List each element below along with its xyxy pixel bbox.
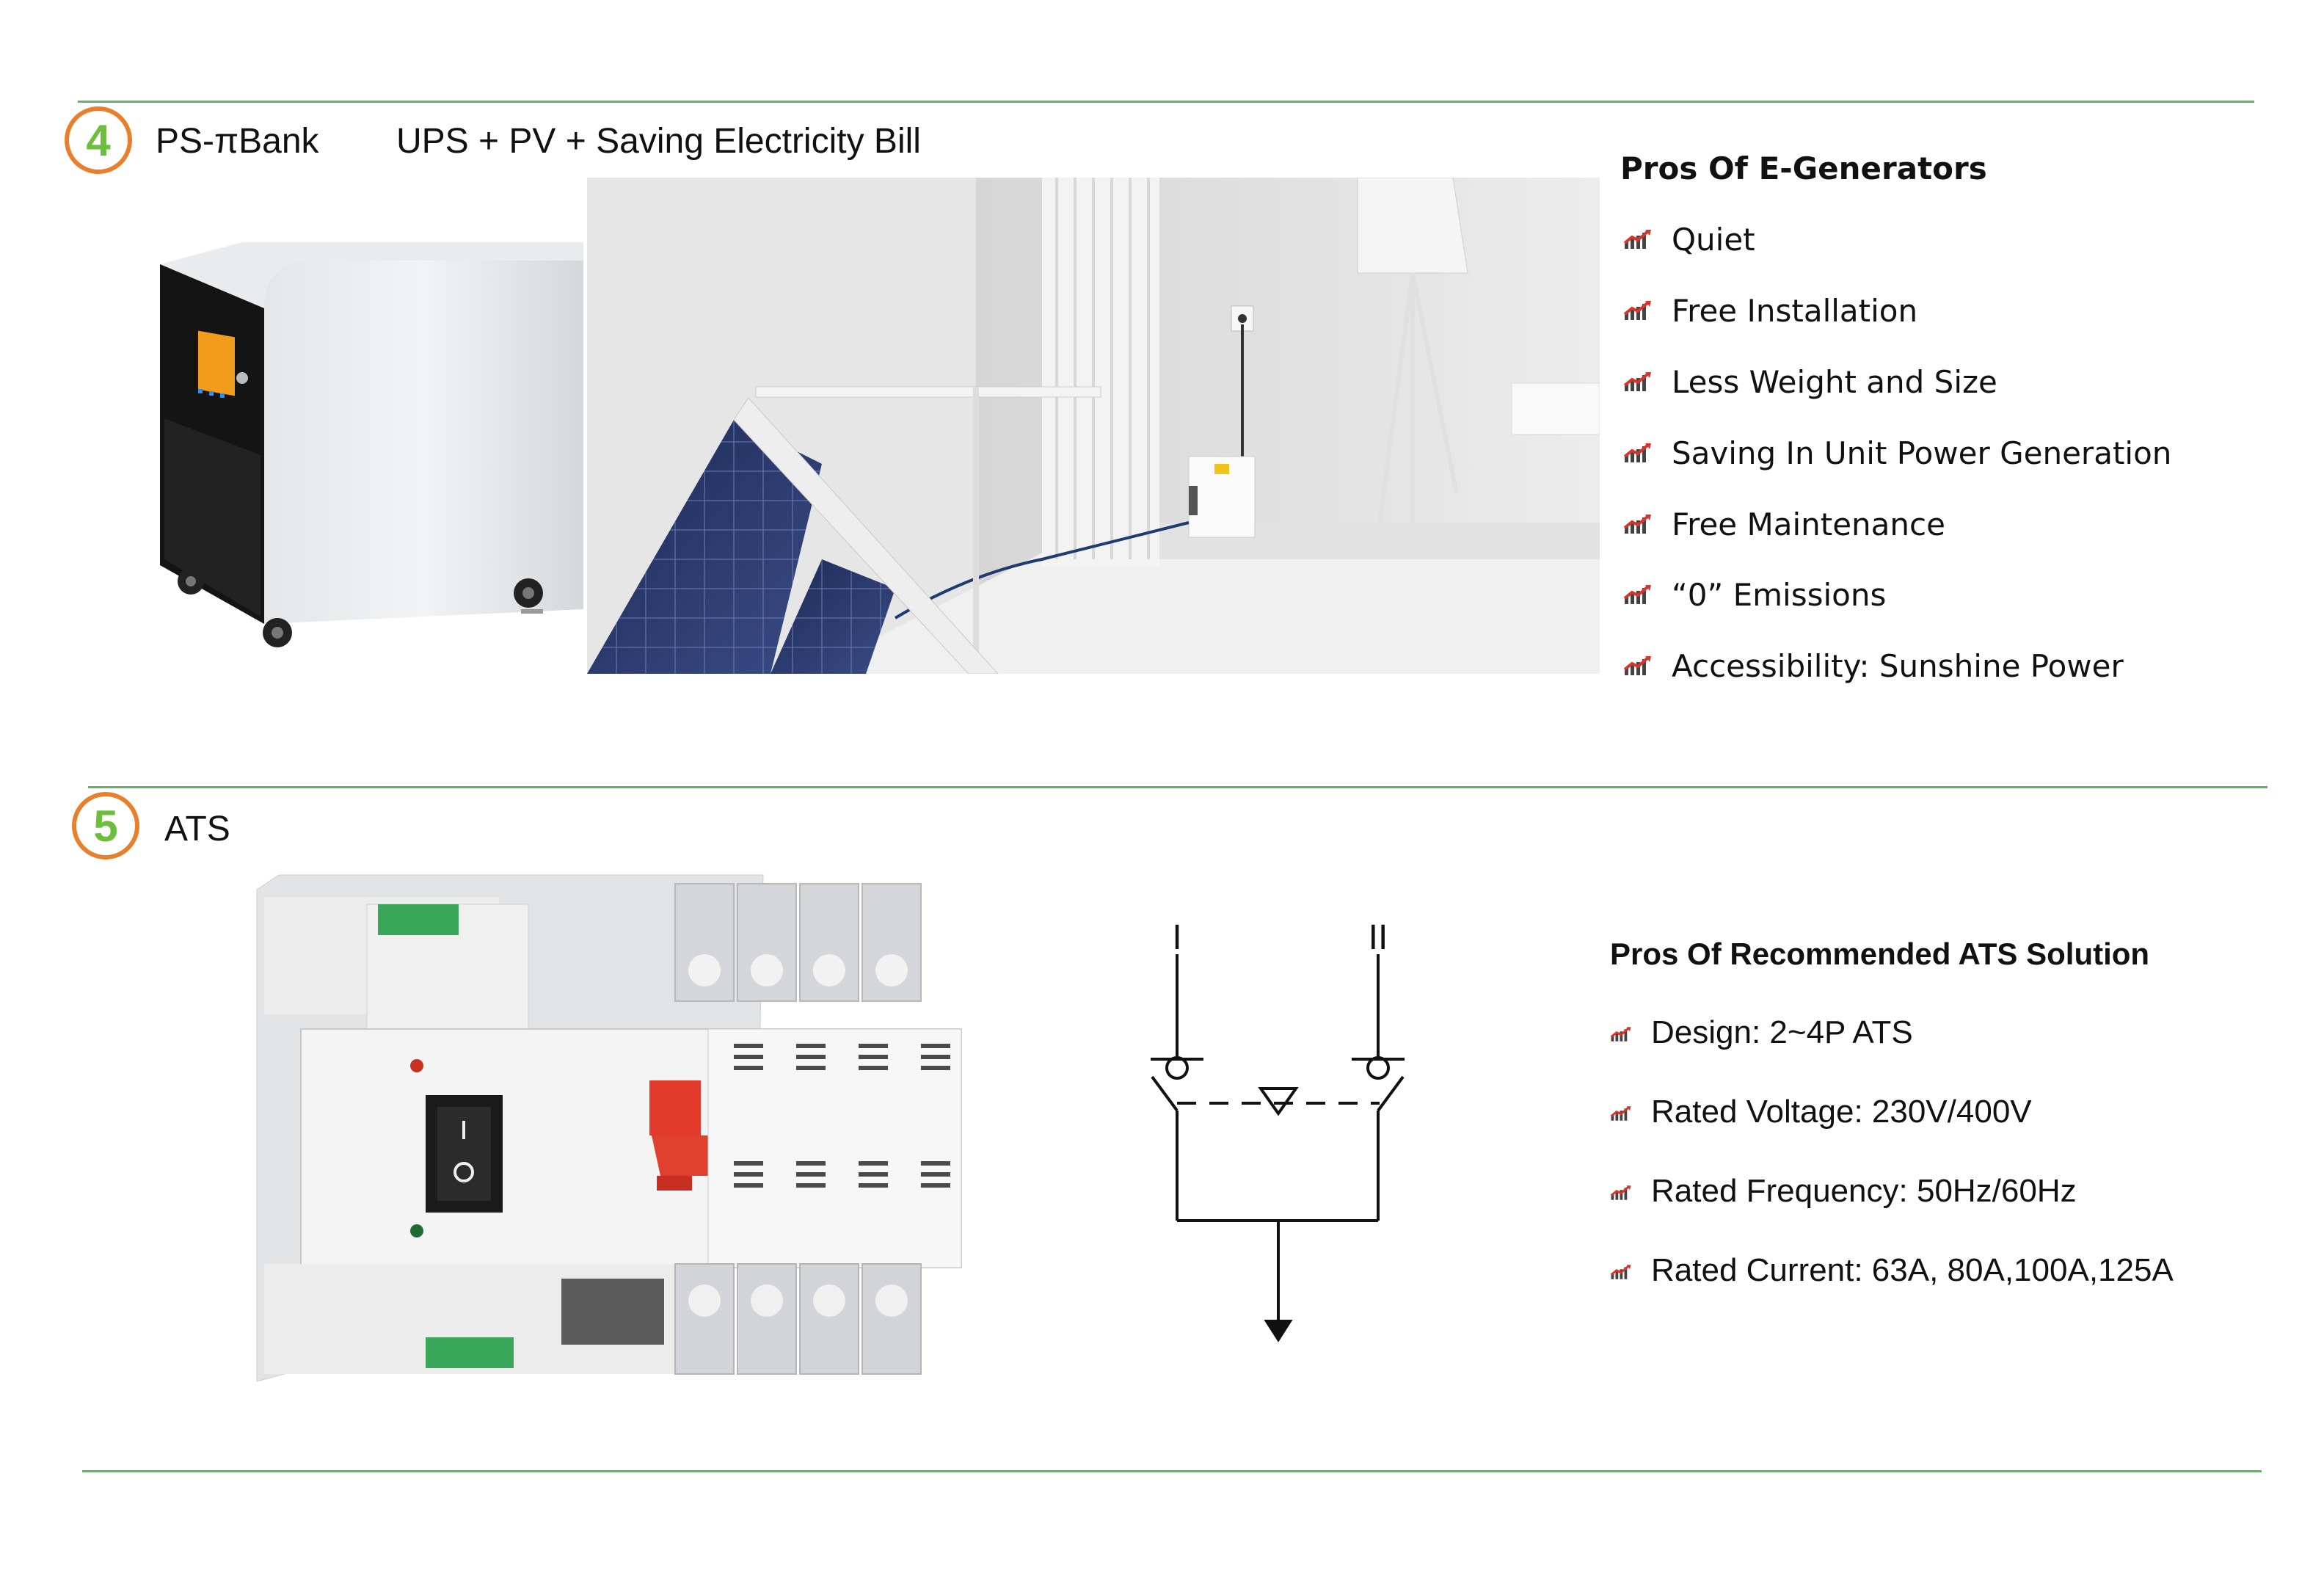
growth-chart-icon bbox=[1623, 648, 1653, 684]
section-4-number-badge: 4 bbox=[65, 106, 132, 174]
growth-chart-icon bbox=[1623, 506, 1653, 542]
balcony-solar-scene-image bbox=[587, 178, 1600, 674]
list-item: Free Maintenance bbox=[1623, 506, 1945, 542]
growth-chart-icon bbox=[1623, 577, 1653, 613]
list-item: Less Weight and Size bbox=[1623, 364, 1997, 400]
section-4-title: PS-πBank bbox=[156, 122, 319, 161]
growth-chart-icon bbox=[1610, 1094, 1632, 1130]
pros-label: Saving In Unit Power Generation bbox=[1672, 435, 2172, 471]
section-4-pros-title: Pros Of E-Generators bbox=[1620, 150, 1987, 186]
pros-label: Quiet bbox=[1672, 222, 1755, 258]
pros-label: Rated Current: 63A, 80A,100A,125A bbox=[1651, 1252, 2174, 1288]
pros-label: Less Weight and Size bbox=[1672, 364, 1997, 400]
ats-device-image bbox=[249, 868, 969, 1396]
divider-bottom bbox=[82, 1470, 2262, 1472]
pros-label: Design: 2~4P ATS bbox=[1651, 1014, 1913, 1050]
growth-chart-icon bbox=[1610, 1173, 1632, 1210]
source-2-label: II bbox=[1369, 918, 1388, 957]
pros-label: Free Maintenance bbox=[1672, 506, 1945, 542]
pros-label: Free Installation bbox=[1672, 293, 1918, 329]
section-4-subtitle: UPS + PV + Saving Electricity Bill bbox=[396, 122, 921, 161]
growth-chart-icon bbox=[1623, 293, 1653, 329]
pros-label: “0” Emissions bbox=[1672, 577, 1887, 613]
list-item: Free Installation bbox=[1623, 293, 1917, 329]
growth-chart-icon bbox=[1610, 1014, 1632, 1051]
list-item: Saving In Unit Power Generation bbox=[1623, 435, 2171, 471]
section-5-pros-title: Pros Of Recommended ATS Solution bbox=[1610, 937, 2150, 971]
section-5-title: ATS bbox=[164, 810, 230, 848]
growth-chart-icon bbox=[1623, 364, 1653, 400]
pros-label: Rated Frequency: 50Hz/60Hz bbox=[1651, 1173, 2077, 1209]
battery-unit-image bbox=[154, 242, 594, 653]
list-item: Quiet bbox=[1623, 222, 1755, 258]
pros-label: Rated Voltage: 230V/400V bbox=[1651, 1094, 2032, 1130]
list-item: Rated Current: 63A, 80A,100A,125A bbox=[1610, 1252, 2174, 1289]
pros-label: Accessibility: Sunshine Power bbox=[1672, 648, 2124, 684]
list-item: Rated Voltage: 230V/400V bbox=[1610, 1094, 2032, 1130]
divider-top bbox=[78, 101, 2254, 103]
list-item: Accessibility: Sunshine Power bbox=[1623, 648, 2124, 684]
source-1-label: I bbox=[1172, 918, 1181, 957]
section-5-number-badge: 5 bbox=[72, 792, 139, 859]
growth-chart-icon bbox=[1623, 222, 1653, 258]
growth-chart-icon bbox=[1610, 1252, 1632, 1289]
list-item: Rated Frequency: 50Hz/60Hz bbox=[1610, 1173, 2077, 1210]
list-item: “0” Emissions bbox=[1623, 577, 1886, 613]
ats-schematic-diagram: I II bbox=[1130, 914, 1438, 1354]
divider-middle bbox=[88, 786, 2267, 788]
growth-chart-icon bbox=[1623, 435, 1653, 471]
list-item: Design: 2~4P ATS bbox=[1610, 1014, 1913, 1051]
